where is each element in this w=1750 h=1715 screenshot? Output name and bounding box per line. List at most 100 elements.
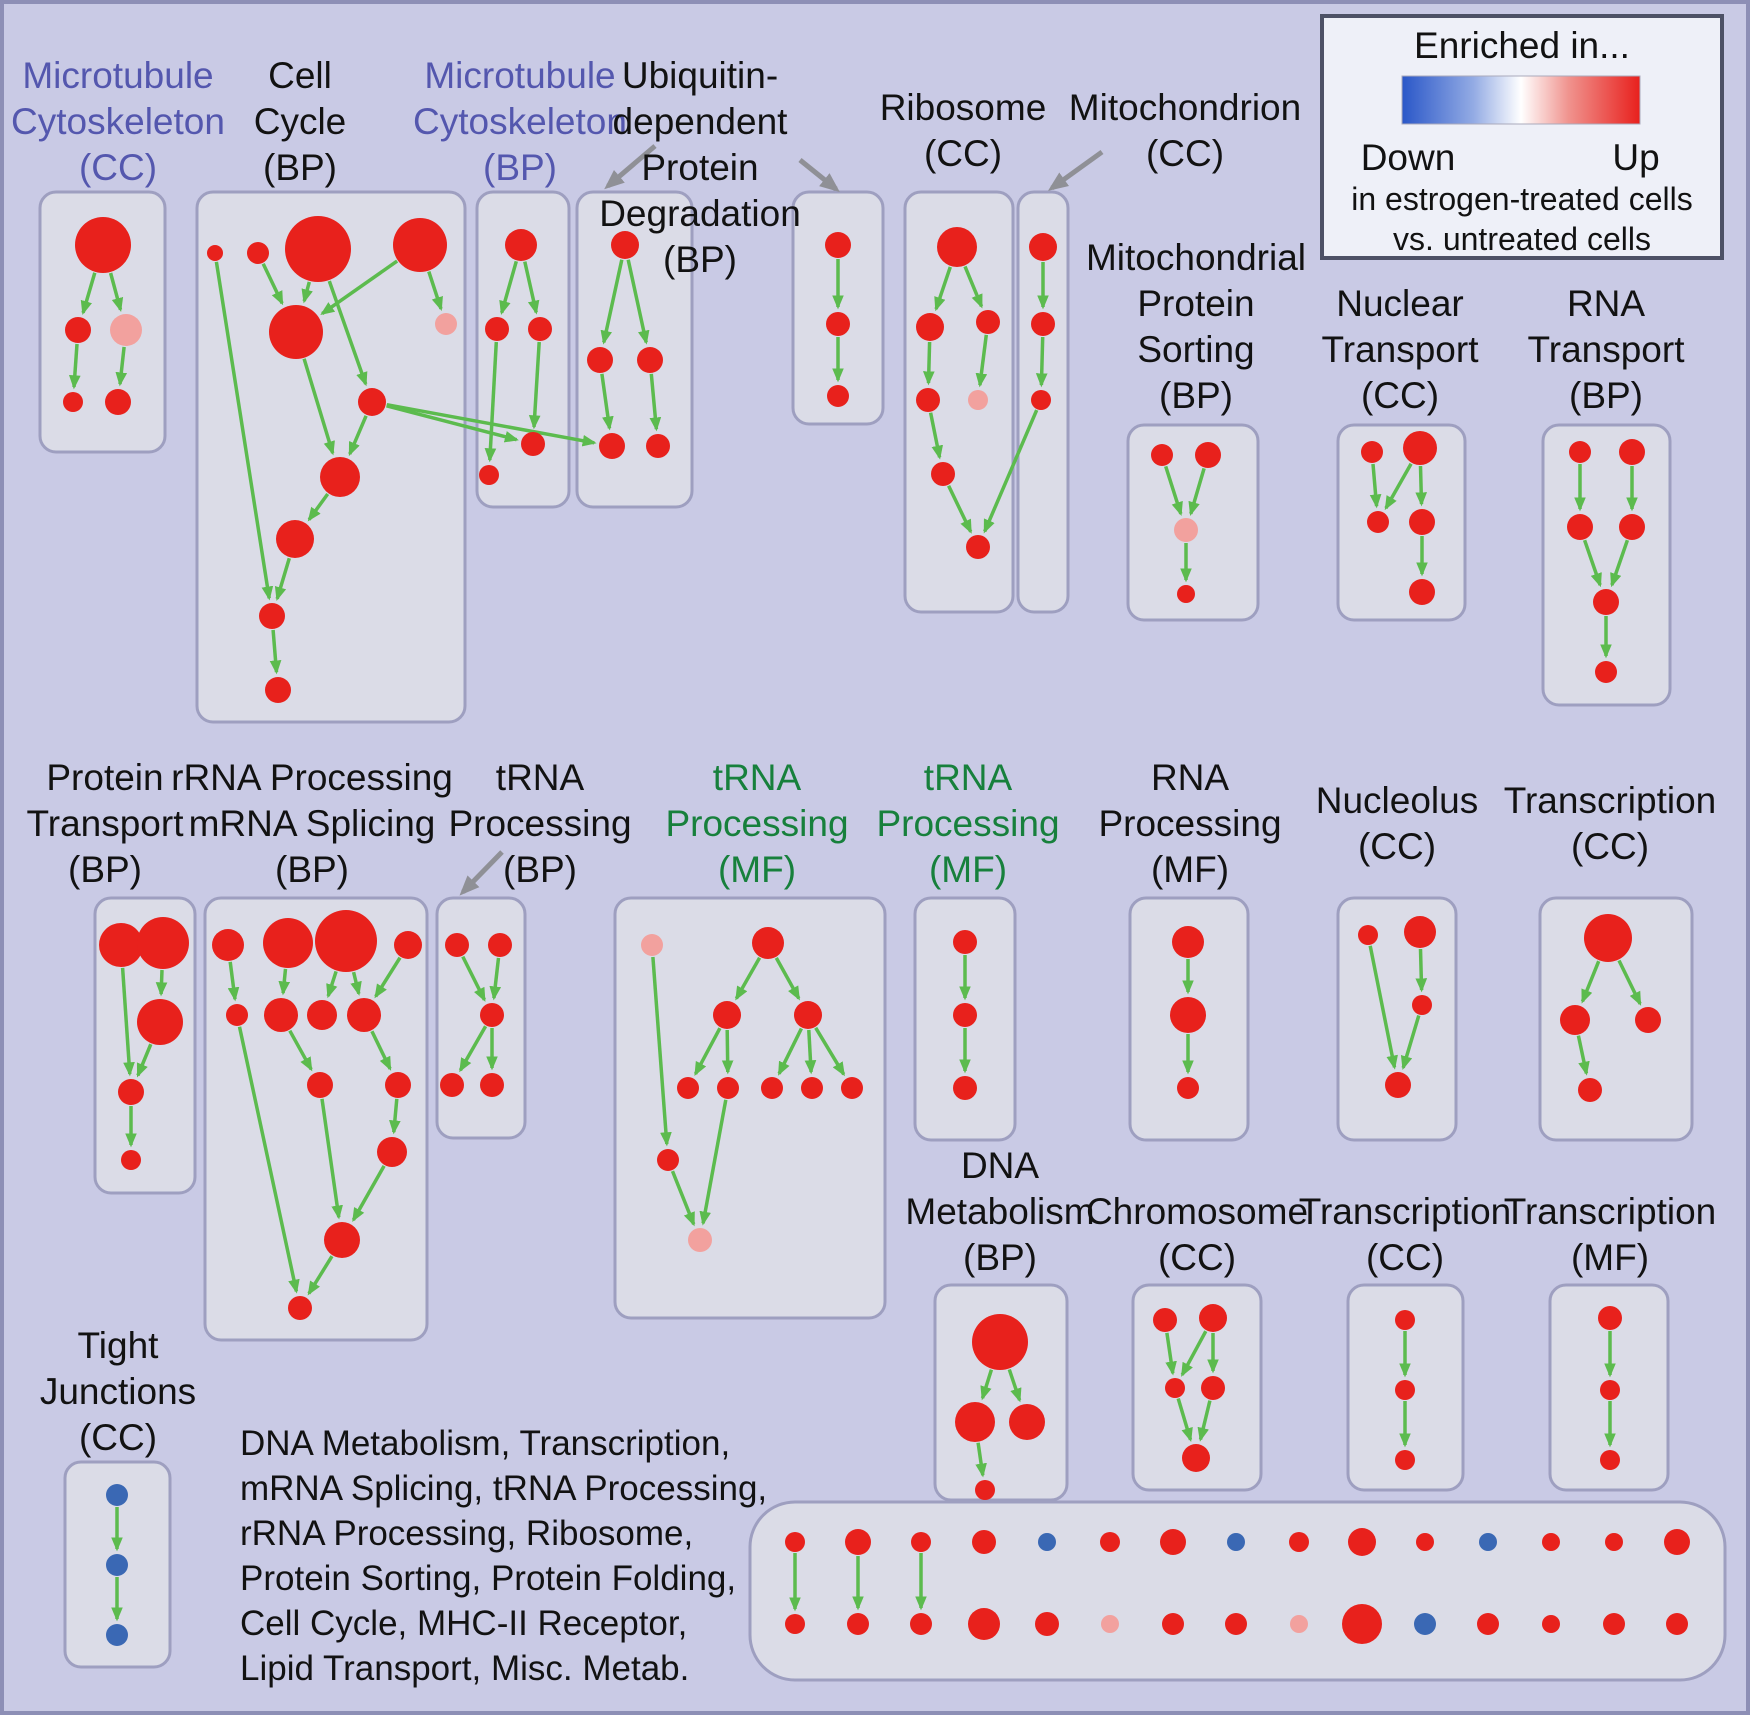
go-edge [261, 263, 284, 306]
go-term-node [785, 1614, 805, 1634]
go-edge [1610, 539, 1630, 588]
go-term-node [827, 385, 849, 407]
go-edge [721, 1029, 734, 1075]
go-term-node [276, 520, 314, 558]
go-term-node [263, 918, 313, 968]
go-term-node [1619, 439, 1645, 465]
go-term-node [847, 1613, 869, 1635]
go-term-node [1151, 444, 1173, 466]
go-term-node [637, 347, 663, 373]
go-term-node [657, 1149, 679, 1171]
go-term-node [1177, 1077, 1199, 1099]
go-term-node [247, 242, 269, 264]
go-term-node [825, 232, 851, 258]
go-term-node [1569, 441, 1591, 463]
go-term-node [1227, 1533, 1245, 1551]
go-term-node [1358, 925, 1378, 945]
go-edge [693, 1027, 722, 1076]
go-term-node [1342, 1604, 1382, 1644]
go-edge [389, 1098, 401, 1135]
go-term-node [1031, 390, 1051, 410]
go-term-node [99, 923, 143, 967]
cluster-label-5: Mitochondrion(CC) [1069, 87, 1301, 174]
go-term-node [1603, 1613, 1625, 1635]
go-term-node [1174, 518, 1198, 542]
go-edge [499, 260, 518, 315]
go-term-node [1412, 995, 1432, 1015]
cluster-label-21: Transcription(MF) [1504, 1191, 1716, 1278]
go-edge [1400, 1014, 1421, 1071]
go-edge [269, 629, 282, 675]
go-edge [1176, 1398, 1193, 1443]
go-term-node [320, 457, 360, 497]
go-term-node [1182, 1444, 1210, 1472]
legend-up-label: Up [1612, 137, 1659, 178]
go-edge [274, 557, 291, 602]
go-edge [928, 412, 944, 460]
go-term-node [937, 227, 977, 267]
go-term-node [1172, 926, 1204, 958]
go-term-node [137, 917, 189, 969]
go-edge [301, 281, 313, 304]
go-term-node [717, 1077, 739, 1099]
go-edge [1576, 1035, 1590, 1076]
go-edge [922, 341, 935, 386]
go-term-node [916, 388, 940, 412]
legend-down-label: Down [1361, 137, 1456, 178]
go-term-node [1165, 1378, 1185, 1398]
go-term-node [307, 1000, 337, 1030]
go-edge [1384, 462, 1413, 511]
go-term-node [1404, 916, 1436, 948]
go-term-node [528, 317, 552, 341]
go-edge [386, 404, 519, 443]
go-term-node [1635, 1007, 1661, 1033]
cluster-label-20: Transcription(CC) [1299, 1191, 1511, 1278]
go-edge [1164, 465, 1183, 517]
go-term-node [968, 1608, 1000, 1640]
go-term-node [1162, 1613, 1184, 1635]
go-term-node [955, 1402, 995, 1442]
go-term-node [1619, 514, 1645, 540]
go-term-node [315, 910, 377, 972]
go-term-node [118, 1079, 144, 1105]
go-term-node [646, 434, 670, 458]
go-term-node [1101, 1615, 1119, 1633]
go-term-node [307, 1072, 333, 1098]
go-term-node [677, 1077, 699, 1099]
go-edge [600, 259, 624, 345]
go-edge [155, 969, 168, 997]
go-term-node [599, 433, 625, 459]
go-edge [1035, 336, 1048, 388]
go-edge [1415, 948, 1428, 993]
go-term-node [1361, 441, 1383, 463]
go-term-node [1289, 1532, 1309, 1552]
go-term-node [953, 1076, 977, 1100]
legend-gradient-bar [1401, 75, 1641, 125]
go-term-node [1031, 312, 1055, 336]
go-term-node [931, 462, 955, 486]
go-term-node [521, 432, 545, 456]
go-edge [1180, 1330, 1208, 1377]
go-edge [302, 358, 335, 456]
go-edge [626, 259, 650, 345]
go-edge [214, 261, 274, 601]
go-term-node [288, 1296, 312, 1320]
go-edge [327, 280, 368, 387]
go-edge [461, 955, 486, 1002]
go-edge [374, 956, 402, 999]
go-term-node [713, 1001, 741, 1029]
go-edge [934, 266, 952, 312]
go-term-node [285, 216, 351, 282]
cluster-box-5 [903, 190, 1015, 614]
go-edge [649, 373, 662, 432]
go-term-node [1409, 509, 1435, 535]
go-term-node [265, 677, 291, 703]
go-edge [1369, 463, 1382, 509]
